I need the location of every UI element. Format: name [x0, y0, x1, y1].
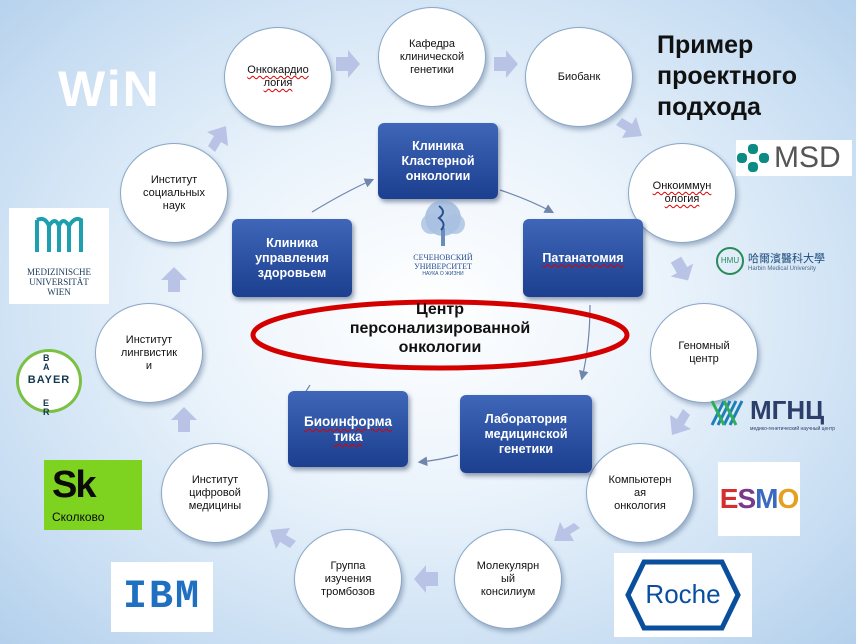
win-logo: WiN	[58, 61, 161, 117]
inner-arrow	[311, 178, 375, 213]
box-bioinf: Биоинформа тика	[288, 391, 408, 467]
skolkovo-sk: Sk	[52, 464, 97, 506]
msd-name: MSD	[774, 141, 841, 174]
sechenov-name: СЕЧЕНОВСКИЙ УНИВЕРСИТЕТ	[413, 253, 473, 271]
circle-label: Молекулярн ый консилиум	[476, 559, 540, 598]
ring-arrow	[207, 126, 228, 152]
circle-social: Институт социальных наук	[120, 143, 228, 243]
harbin-en: Harbin Medical University	[748, 266, 817, 272]
meduni-emblem-icon	[35, 216, 83, 252]
ring-arrow	[171, 407, 197, 432]
ring-arrows	[161, 50, 694, 593]
ring-arrow	[670, 256, 694, 281]
msd-emblem-icon	[737, 144, 769, 172]
circle-label: Геномный центр	[678, 340, 730, 365]
circle-kafedra: Кафедра клинической генетики	[378, 7, 486, 107]
meduni-logo: MEDIZINISCHE UNIVERSITÄT WIEN	[9, 208, 109, 304]
bayer-name: BAYER	[27, 374, 71, 386]
box-label: Биоинформа тика	[304, 414, 392, 444]
sechenov-sub: НАУКА О ЖИЗНИ	[422, 271, 464, 277]
skolkovo-name: Сколково	[52, 510, 105, 524]
esmo-name: ESMO	[719, 483, 799, 514]
circle-biobank: Биобанк	[525, 27, 633, 127]
mgnc-logo: МГНЦ медико-генетический научный центр	[710, 393, 850, 435]
box-klaster: Клиника Кластерной онкологии	[378, 123, 498, 199]
circle-cifrov: Институт цифровой медицины	[161, 443, 269, 543]
ring-arrow	[414, 565, 438, 593]
circle-komputer: Компьютерн ая онкология	[586, 443, 694, 543]
skolkovo-logo: Sk Сколково	[44, 460, 142, 530]
ring-arrow	[270, 528, 296, 549]
msd-logo: MSD	[736, 140, 852, 176]
box-label: Патанатомия	[542, 250, 624, 265]
slide-title: Пример проектного подхода	[657, 31, 798, 121]
circle-label: Институт цифровой медицины	[188, 473, 242, 512]
roche-logo: Roche	[614, 553, 752, 637]
circle-label: Кафедра клинической генетики	[399, 37, 465, 76]
circle-label: Институт лингвистик и	[120, 333, 178, 372]
box-patanat: Патанатомия	[523, 219, 643, 297]
ring-arrow	[670, 409, 691, 435]
mgnc-name: МГНЦ	[750, 395, 825, 425]
ring-arrow	[161, 267, 187, 292]
sechenov-logo: СЕЧЕНОВСКИЙ УНИВЕРСИТЕТ НАУКА О ЖИЗНИ	[403, 198, 483, 288]
box-label: Клиника управления здоровьем	[255, 235, 329, 280]
harbin-logo: HMU 哈爾濱醫科大學 Harbin Medical University	[716, 244, 852, 278]
center-ellipse	[250, 299, 630, 371]
inner-arrow	[499, 189, 555, 214]
box-upravl: Клиника управления здоровьем	[232, 219, 352, 297]
ring-arrow	[494, 50, 518, 78]
circle-onkoimmun: Онкоиммун ология	[628, 143, 736, 243]
circle-onkokardio: Онкокардио логия	[224, 27, 332, 127]
ibm-name: IBM	[122, 574, 201, 620]
circle-label: Институт социальных наук	[143, 173, 205, 212]
harbin-emblem-icon: HMU	[716, 247, 744, 275]
inner-arrow	[579, 304, 591, 381]
ring-arrow	[554, 522, 580, 541]
circle-label: Компьютерн ая онкология	[608, 473, 672, 512]
sechenov-tree-icon	[421, 200, 465, 246]
circle-label: Онкоиммун ология	[652, 180, 712, 205]
circle-label: Онкокардио логия	[247, 64, 309, 89]
roche-hexagon-icon	[625, 559, 741, 631]
circle-label: Биобанк	[557, 70, 601, 83]
circle-label: Группа изучения тромбозов	[321, 559, 375, 598]
circle-genomny: Геномный центр	[650, 303, 758, 403]
box-labgen: Лаборатория медицинской генетики	[460, 395, 592, 473]
mgnc-sub: медико-генетический научный центр	[750, 426, 836, 432]
box-label: Лаборатория медицинской генетики	[484, 411, 568, 456]
inner-arrow	[417, 454, 459, 467]
mgnc-emblem-icon	[710, 400, 744, 426]
meduni-name: MEDIZINISCHE UNIVERSITÄT WIEN	[27, 267, 91, 297]
roche-name: Roche	[645, 579, 721, 609]
ring-arrow	[336, 50, 360, 78]
center-title: Центр персонализированной онкологии	[349, 301, 531, 356]
ring-arrow	[616, 117, 642, 138]
harbin-name: 哈爾濱醫科大學	[748, 253, 825, 265]
circle-lingvist: Институт лингвистик и	[95, 303, 203, 403]
esmo-logo: ESMO	[718, 462, 800, 536]
circle-molekular: Молекулярн ый консилиум	[454, 529, 562, 629]
ibm-logo: IBM	[111, 562, 213, 632]
circle-trombo: Группа изучения тромбозов	[294, 529, 402, 629]
box-label: Клиника Кластерной онкологии	[401, 138, 475, 183]
